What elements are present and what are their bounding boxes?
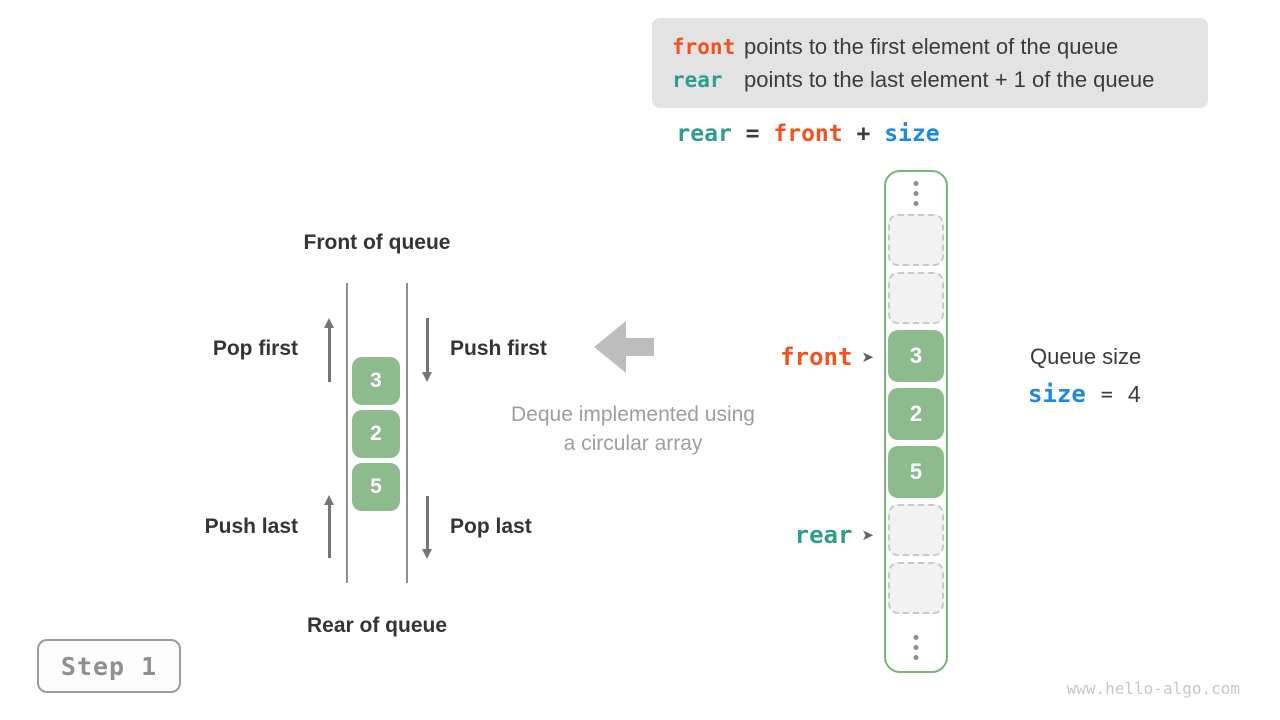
rear-pointer-label: rear — [794, 521, 853, 549]
array-cell — [888, 214, 944, 266]
step-badge: Step 1 — [37, 639, 181, 693]
formula-equals-sign: = — [745, 121, 760, 147]
array-cell: 3 — [888, 330, 944, 382]
size-value: 4 — [1127, 380, 1141, 407]
push-last-up-arrow-icon — [324, 495, 333, 558]
array-cell — [888, 272, 944, 324]
legend-row-front: front points to the first element of the… — [672, 34, 1208, 60]
formula-rear: rear — [676, 121, 732, 147]
formula-plus-sign: + — [856, 121, 871, 147]
queue-size-value-line: size = 4 — [1028, 380, 1141, 408]
center-caption: Deque implemented using a circular array — [470, 400, 796, 458]
front-of-queue-label: Front of queue — [303, 231, 451, 254]
stack-value: 3 — [352, 357, 400, 405]
front-pointer-label: front — [780, 343, 853, 371]
front-pointer: front ➤ — [780, 343, 874, 371]
caption-line-2: a circular array — [563, 432, 703, 455]
right-arrow-icon: ➤ — [861, 348, 874, 366]
legend-row-rear: rear points to the last element + 1 of t… — [672, 67, 1208, 93]
circular-array: 3 2 5 — [884, 170, 948, 673]
spacer3 — [870, 121, 884, 147]
array-cells: 3 2 5 — [888, 214, 944, 614]
spacer1 — [760, 121, 774, 147]
array-cell: 5 — [888, 446, 944, 498]
array-cell — [888, 504, 944, 556]
ellipsis-bottom-icon — [913, 635, 919, 660]
rear-of-queue-label: Rear of queue — [306, 614, 448, 637]
right-arrow-icon: ➤ — [861, 526, 874, 544]
cell-value: 3 — [909, 343, 923, 368]
push-last-label: Push last — [204, 515, 298, 538]
size-variable: size — [1028, 380, 1086, 408]
rear-keyword: rear — [672, 67, 723, 92]
pop-first-up-arrow-icon — [324, 318, 333, 382]
stack-value: 5 — [352, 463, 400, 511]
size-equals-sign: = — [1100, 382, 1113, 406]
formula-size: size — [884, 121, 940, 147]
push-first-down-arrow-icon — [422, 318, 431, 382]
queue-stack: 3 2 5 — [352, 357, 400, 511]
watermark: www.hello-algo.com — [1066, 679, 1240, 698]
queue-wall-right — [406, 283, 408, 583]
ellipsis-top-icon — [913, 181, 919, 206]
formula-equals — [732, 121, 746, 147]
array-cell — [888, 562, 944, 614]
rear-pointer: rear ➤ — [795, 521, 874, 549]
pop-last-label: Pop last — [450, 515, 532, 538]
pop-last-down-arrow-icon — [422, 496, 431, 559]
cell-value: 5 — [909, 459, 923, 484]
legend-box: front points to the first element of the… — [652, 18, 1208, 108]
legend-rear-text: points to the last element + 1 of the qu… — [744, 66, 1155, 92]
big-left-arrow-icon — [594, 321, 654, 373]
queue-wall-left — [346, 283, 348, 583]
legend-front-text: points to the first element of the queue — [744, 33, 1119, 59]
push-first-label: Push first — [450, 337, 547, 360]
spacer2 — [843, 121, 857, 147]
pop-first-label: Pop first — [212, 337, 298, 360]
cell-value: 2 — [909, 401, 923, 426]
formula: rear = front + size — [640, 121, 976, 147]
stack-value: 2 — [352, 410, 400, 458]
front-keyword: front — [672, 34, 736, 59]
queue-size-title: Queue size — [1030, 344, 1142, 369]
array-cell: 2 — [888, 388, 944, 440]
caption-line-1: Deque implemented using — [511, 403, 755, 426]
formula-front: front — [773, 121, 843, 147]
